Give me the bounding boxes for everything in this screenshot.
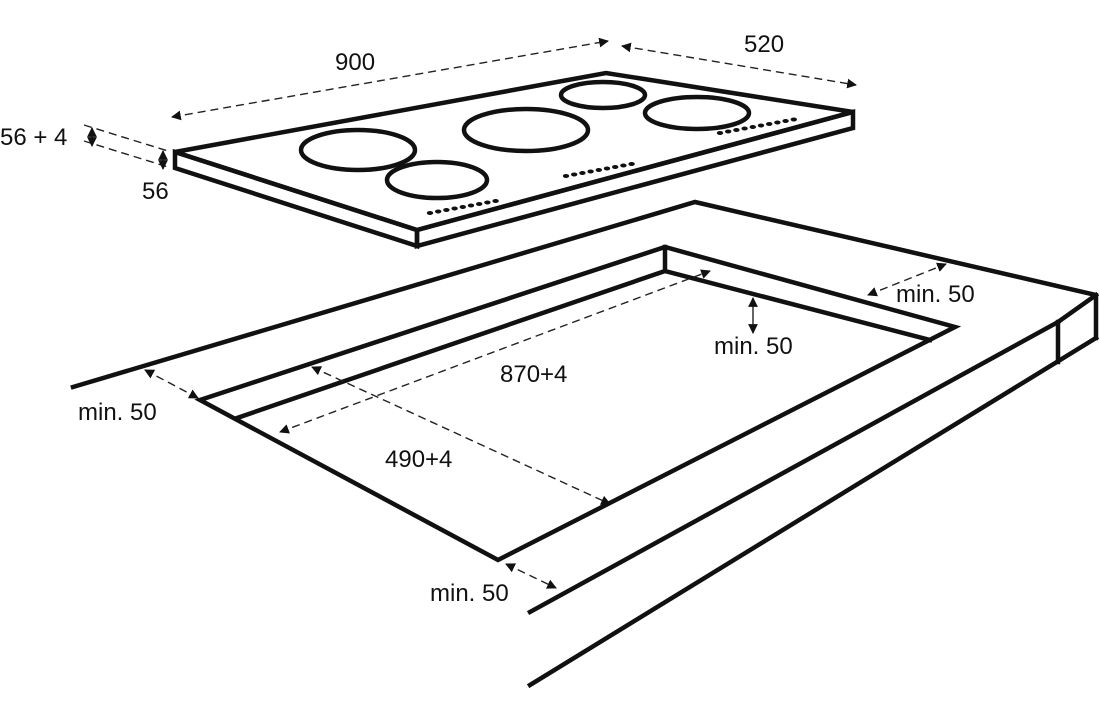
cutout-outline <box>194 244 962 563</box>
control-dot <box>595 168 602 172</box>
hob-side-edge <box>414 109 856 249</box>
control-dot <box>741 126 748 131</box>
clearance-back-right-arrow <box>867 262 947 297</box>
hob <box>172 70 856 250</box>
hob-height-total-label: 56 + 4 <box>0 124 67 151</box>
countertop-front-top-edge <box>526 318 1062 616</box>
control-dot <box>603 166 611 171</box>
hob-front-edge <box>172 148 420 250</box>
cutout-depth-label: 490+4 <box>385 446 452 473</box>
control-dot <box>725 129 732 134</box>
control-dot <box>774 120 781 125</box>
control-dot <box>492 199 499 203</box>
height-extension-line-top <box>83 124 169 152</box>
control-dot <box>757 123 765 128</box>
control-dot <box>467 203 475 208</box>
control-dot <box>790 117 797 122</box>
cutout-length-label: 870+4 <box>500 361 567 388</box>
control-dot <box>579 171 586 175</box>
cutout-length-dimension-line <box>279 269 711 434</box>
dimension-labels: 900 520 56 + 4 56 min. 50 min. 50 870+4 … <box>0 31 975 607</box>
control-dot <box>484 200 491 205</box>
cutout <box>194 244 962 563</box>
control-dots-left <box>426 199 499 215</box>
control-dot <box>459 205 466 209</box>
countertop-front-bottom-edge <box>526 334 1100 689</box>
hob-depth-label: 520 <box>744 31 784 58</box>
control-dots-center <box>562 162 635 178</box>
cutout-clearance-left-label: min. 50 <box>78 399 157 426</box>
cooking-zone-back-small <box>558 79 648 111</box>
countertop-side-corner <box>1054 291 1100 326</box>
cutout-clearance-front-label: min. 50 <box>430 580 509 607</box>
cooking-zone-right <box>642 94 752 132</box>
cutout-dimensions <box>144 262 947 589</box>
cutout-clearance-back-label: min. 50 <box>714 333 793 360</box>
hob-width-label: 900 <box>335 49 375 76</box>
cooking-zone-front-small <box>384 159 490 201</box>
clearance-left-arrow <box>144 369 199 399</box>
height-extension-line-bottom <box>83 140 169 168</box>
cutout-depth-dimension-line <box>311 366 611 505</box>
control-dot <box>562 174 570 178</box>
cooking-zone-center-large <box>461 106 591 154</box>
control-dot <box>443 208 450 212</box>
cutout-clearance-back-right-label: min. 50 <box>896 281 975 308</box>
width-dimension-line <box>171 37 609 121</box>
control-dot <box>451 206 458 211</box>
control-dot <box>749 125 756 129</box>
clearance-front-arrow <box>505 563 557 589</box>
control-dot <box>766 122 773 126</box>
control-dot <box>716 131 724 135</box>
control-dot <box>571 172 578 177</box>
hob-height-label: 56 <box>142 178 169 205</box>
control-dot <box>733 128 740 132</box>
control-dot <box>620 163 627 168</box>
control-dot <box>628 162 635 166</box>
control-dot <box>426 211 434 215</box>
cooking-zone-left-large <box>298 127 418 173</box>
hob-dimensions <box>83 37 857 170</box>
depth-dimension-line <box>621 42 857 89</box>
control-dot <box>435 209 442 214</box>
control-dot <box>476 202 483 206</box>
control-dots-right <box>716 117 797 135</box>
control-dot <box>587 169 594 174</box>
control-dot <box>612 165 619 169</box>
control-dot <box>782 119 789 123</box>
